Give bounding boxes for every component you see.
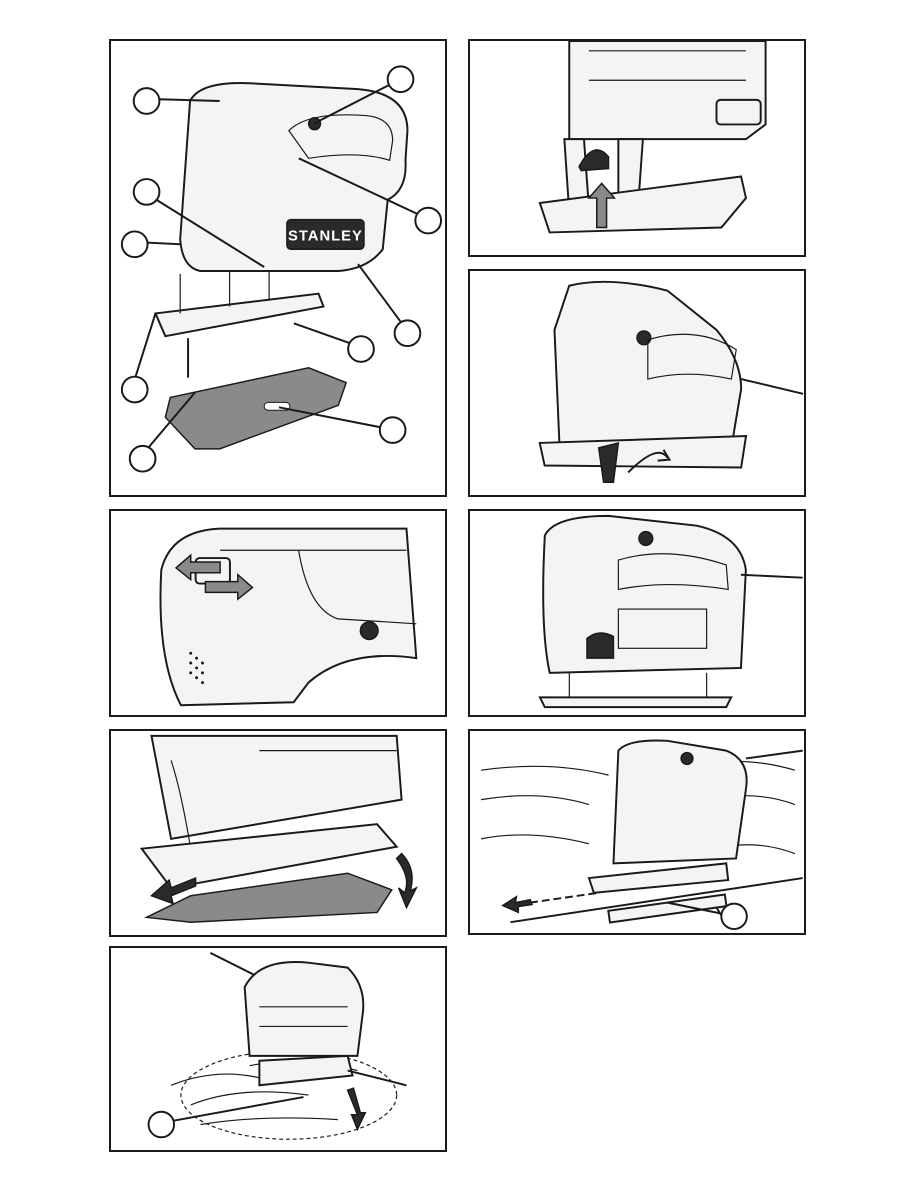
jigsaw-housing: [245, 962, 364, 1056]
figure-side-view: [468, 509, 806, 717]
down-arrow-icon: [348, 1088, 366, 1129]
figure-shoe-cover: [109, 729, 447, 937]
callout-circle: [134, 179, 160, 205]
callout-circle: [721, 904, 746, 929]
figure-lever-rotate: [468, 269, 806, 497]
callout-circle: [149, 1112, 174, 1137]
orbital-dial: [587, 633, 613, 658]
jigsaw-base: [259, 1056, 352, 1085]
jigsaw-base: [589, 863, 728, 892]
callout-circle: [380, 417, 406, 443]
figure-circle-cut: [109, 946, 447, 1152]
figure-rip-fence: [468, 729, 806, 935]
down-arrow-icon: [397, 854, 417, 908]
callout-circle: [395, 320, 421, 346]
callout-circle: [388, 66, 414, 92]
callout-circle: [348, 336, 374, 362]
left-arrow-icon: [503, 897, 532, 913]
figure-jigsaw-overview: STANLEY: [109, 39, 447, 497]
cut-line: [530, 893, 599, 903]
callout-circle: [130, 446, 156, 472]
brand-label: STANLEY: [288, 228, 363, 244]
jigsaw-base: [540, 697, 731, 707]
circle-guide-bar: [348, 1071, 407, 1086]
jigsaw-housing: [613, 741, 746, 864]
callout-circle: [122, 377, 148, 403]
callout-circle: [415, 208, 441, 234]
callout-circle: [122, 231, 148, 257]
figure-blade-clamp: [468, 39, 806, 257]
blade-clamp-lever: [599, 443, 619, 482]
callout-circle: [134, 88, 160, 114]
anti-splinter-shoe-cover: [165, 368, 346, 449]
figure-bevel-lever: [109, 509, 447, 717]
